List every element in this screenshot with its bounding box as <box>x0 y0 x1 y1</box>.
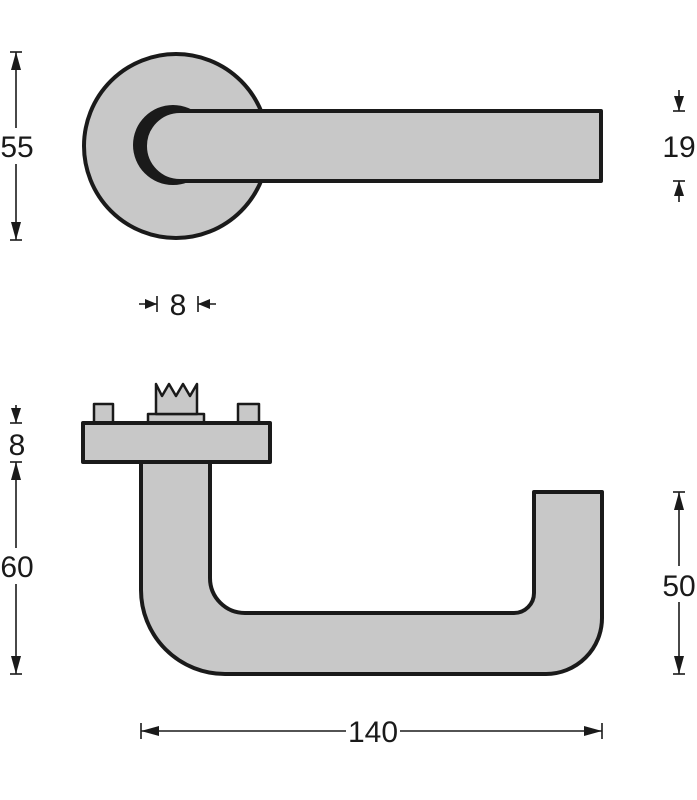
dim-label-55: 55 <box>0 131 33 164</box>
top-view <box>82 52 603 240</box>
rose-plate <box>81 421 272 464</box>
dim-label-140: 140 <box>348 716 398 749</box>
spindle-crown <box>154 382 199 416</box>
dim-label-8-top: 8 <box>170 289 187 322</box>
u-lever <box>139 460 604 676</box>
dim-rose-gap: 8 <box>139 289 216 322</box>
dim-grip-drop: 50 <box>660 491 697 675</box>
lever-bar <box>143 109 603 183</box>
dim-rose-height: 8 <box>9 405 26 462</box>
dim-lever-thickness: 19 <box>662 90 696 202</box>
dim-label-60: 60 <box>0 551 33 584</box>
dim-label-19: 19 <box>662 131 695 164</box>
side-view <box>81 382 604 676</box>
dim-label-50: 50 <box>662 570 695 603</box>
dim-label-8-side: 8 <box>9 429 26 462</box>
dim-rose-diameter: 55 <box>0 51 34 241</box>
dim-handle-projection: 60 <box>0 461 34 675</box>
dim-lever-length: 140 <box>140 712 603 749</box>
